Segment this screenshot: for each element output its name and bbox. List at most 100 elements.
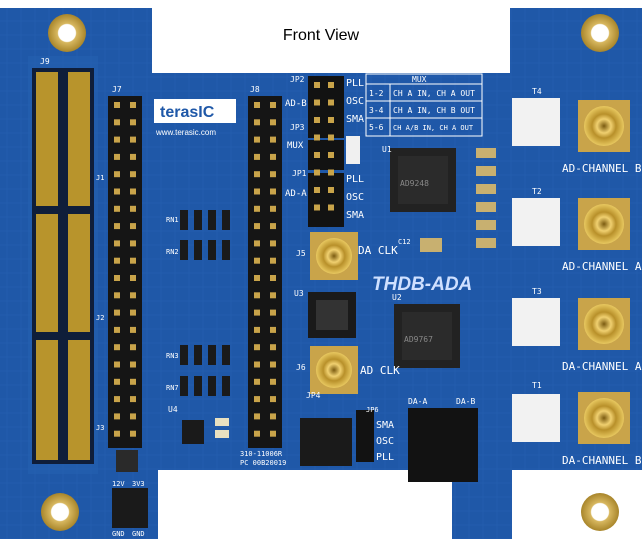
header-pin (130, 344, 136, 351)
header-pin (114, 413, 120, 420)
header-pin (114, 205, 120, 212)
pin-label: 12V (112, 480, 125, 488)
header-pin (270, 413, 276, 420)
sma-clock-connectors: DA CLK AD CLK (310, 232, 400, 394)
ref-designator: U2 (392, 293, 402, 302)
header-pin (130, 378, 136, 385)
channel-labels: AD-CHANNEL B AD-CHANNEL A DA-CHANNEL A D… (562, 162, 642, 467)
svg-text:AD9767: AD9767 (404, 335, 433, 344)
header-pin (254, 378, 260, 385)
ref-designator: J1 (96, 174, 104, 182)
side-label: DA-A (408, 397, 427, 406)
sma-connector (584, 106, 624, 146)
header-pin (254, 188, 260, 195)
header-pin (270, 205, 276, 212)
jumper-label: SMA (346, 210, 364, 221)
header-pin (314, 204, 320, 211)
channel-label: DA-CHANNEL A (562, 360, 642, 373)
mux-row-value: CH A IN, CH B OUT (393, 106, 475, 115)
header-pin (114, 257, 120, 264)
header-pin (314, 99, 320, 106)
ref-designator: J5 (296, 249, 306, 258)
header-pin (314, 152, 320, 158)
terasic-logo: terasIC www.terasic.com (154, 99, 236, 137)
pin-label: GND (132, 530, 145, 538)
header-pin (254, 275, 260, 281)
svg-text:AD9248: AD9248 (400, 179, 429, 188)
header-pin (130, 136, 136, 143)
header-pin (254, 257, 260, 264)
clock-label: DA CLK (358, 244, 398, 257)
header-pin (114, 102, 120, 108)
header-pin (254, 430, 260, 437)
sma-connector (584, 398, 624, 438)
header-pin (114, 326, 120, 333)
header-pin (254, 240, 260, 247)
header-pin (130, 396, 136, 403)
ref-designator: JP4 (306, 391, 321, 400)
header-pin (130, 413, 136, 420)
header-pin (130, 309, 136, 316)
header-pin (270, 292, 276, 299)
jumper-label: PLL (376, 452, 394, 463)
ref-designator: JP3 (290, 123, 305, 132)
header-pin (328, 82, 334, 88)
logo-url: www.terasic.com (155, 128, 216, 137)
header-pin (114, 378, 120, 385)
header-pin (130, 361, 136, 368)
header-pin (254, 119, 260, 126)
mux-row-key: 3-4 (369, 106, 384, 115)
header-pin (270, 171, 276, 178)
header-pin (270, 361, 276, 368)
header-pin (130, 292, 136, 299)
channel-label: AD-CHANNEL B (562, 162, 642, 175)
header-pin (114, 344, 120, 351)
ic-u1: AD9248 (390, 148, 456, 212)
header-pin (270, 326, 276, 333)
header-pin (254, 223, 260, 230)
header-pin (328, 169, 334, 176)
channel-sma-connectors (578, 100, 630, 444)
ref-designator: RN3 (166, 352, 179, 360)
image-caption: Front View (282, 27, 360, 44)
header-pin (130, 171, 136, 178)
reference-designators: J9 J7 J8 U1 U2 U3 U4 J5 J6 JP1 JP2 JP3 J… (40, 57, 542, 432)
header-pin (130, 102, 136, 108)
jumper-blocks (300, 76, 478, 482)
header-j8 (248, 96, 282, 448)
header-pin (254, 136, 260, 143)
capacitor-column (420, 148, 496, 252)
ic-u3 (308, 292, 356, 338)
header-pin (270, 257, 276, 264)
header-pin (254, 413, 260, 420)
header-pin (114, 153, 120, 160)
ref-designator: J7 (112, 85, 122, 94)
header-pin (114, 275, 120, 281)
header-pin (270, 309, 276, 316)
header-pin (270, 153, 276, 160)
ref-designator: T3 (532, 287, 542, 296)
mux-row-key: 1-2 (369, 89, 384, 98)
header-pin (254, 292, 260, 299)
mux-title: MUX (412, 75, 427, 84)
header-pin (130, 223, 136, 230)
header-pin (130, 275, 136, 281)
board-name: THDB-ADA (372, 274, 472, 295)
header-pin (314, 134, 320, 141)
edge-connector-j9 (32, 68, 94, 464)
header-pin (114, 292, 120, 299)
mux-row-value: CH A IN, CH A OUT (393, 89, 475, 98)
mounting-hole (48, 14, 86, 52)
header-pin (130, 326, 136, 333)
pin-label: 3V3 (132, 480, 145, 488)
header-pin (328, 134, 334, 141)
mux-row-key: 5-6 (369, 123, 384, 132)
mounting-hole (581, 14, 619, 52)
ref-designator: U3 (294, 289, 304, 298)
side-label: MUX (287, 141, 304, 151)
channel-label: AD-CHANNEL A (562, 260, 642, 273)
header-pin (314, 82, 320, 88)
header-pin (328, 152, 334, 158)
